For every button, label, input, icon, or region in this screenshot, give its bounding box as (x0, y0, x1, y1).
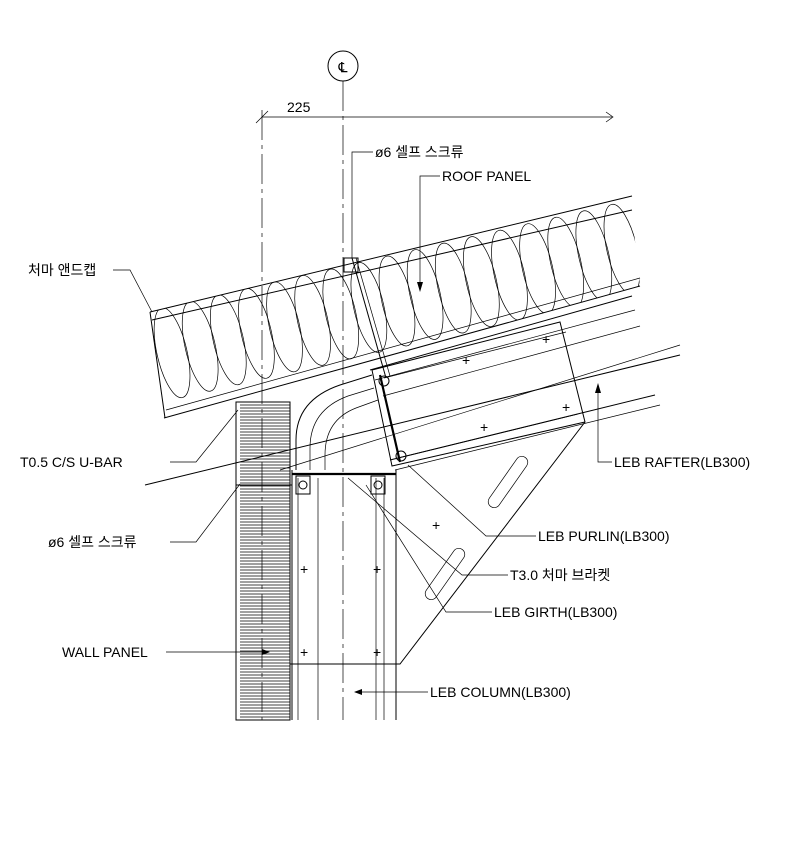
insulation-loop (294, 275, 331, 366)
label-ubar: T0.5 C/S U-BAR (20, 454, 123, 470)
rafter-purlin: + + + + (144, 295, 681, 486)
insulation-loop (434, 242, 472, 334)
insulation-loop (463, 236, 500, 327)
centerline-marker: ℄ (327, 50, 359, 720)
purlin-bolts: + + + + (378, 331, 570, 462)
centerline-symbol: ℄ (338, 59, 348, 75)
insulation-loop (406, 249, 444, 340)
insulation-loop (519, 223, 556, 314)
svg-text:+: + (542, 331, 550, 347)
label-bracket: T3.0 처마 브라켓 (510, 567, 610, 583)
dimension-value: 225 (287, 99, 311, 115)
eave-bracket: + (290, 374, 586, 665)
screw-top (343, 257, 391, 379)
label-purlin: LEB PURLIN(LB300) (538, 528, 670, 544)
wall-panel (235, 401, 292, 721)
label-screw-top: ø6 셀프 스크류 (375, 144, 464, 160)
insulation-loop (322, 268, 360, 360)
label-eave-endcap: 처마 앤드캡 (28, 262, 96, 278)
insulation-loop (575, 210, 613, 302)
svg-text:+: + (373, 561, 381, 577)
dimension-225: 225 (255, 99, 614, 720)
svg-text:+: + (462, 352, 470, 368)
label-column: LEB COLUMN(LB300) (430, 684, 571, 700)
label-roof-panel: ROOF PANEL (442, 168, 531, 184)
label-screw-left: ø6 셀프 스크류 (48, 534, 137, 550)
insulation-loop (266, 281, 303, 373)
label-wall-panel: WALL PANEL (62, 644, 148, 660)
column: + + + + (291, 470, 397, 720)
svg-text:+: + (373, 644, 381, 660)
svg-text:+: + (300, 561, 308, 577)
insulation-loop (378, 255, 416, 347)
roof-panel (149, 195, 641, 419)
label-girth: LEB GIRTH(LB300) (494, 604, 617, 620)
insulation-loop (547, 216, 584, 308)
insulation-loop (491, 229, 528, 321)
svg-text:+: + (480, 419, 488, 435)
leaders (113, 151, 612, 695)
svg-text:+: + (432, 517, 440, 533)
insulation-loop (350, 262, 388, 353)
svg-text:+: + (562, 399, 570, 415)
label-rafter: LEB RAFTER(LB300) (614, 454, 750, 470)
svg-text:+: + (300, 644, 308, 660)
